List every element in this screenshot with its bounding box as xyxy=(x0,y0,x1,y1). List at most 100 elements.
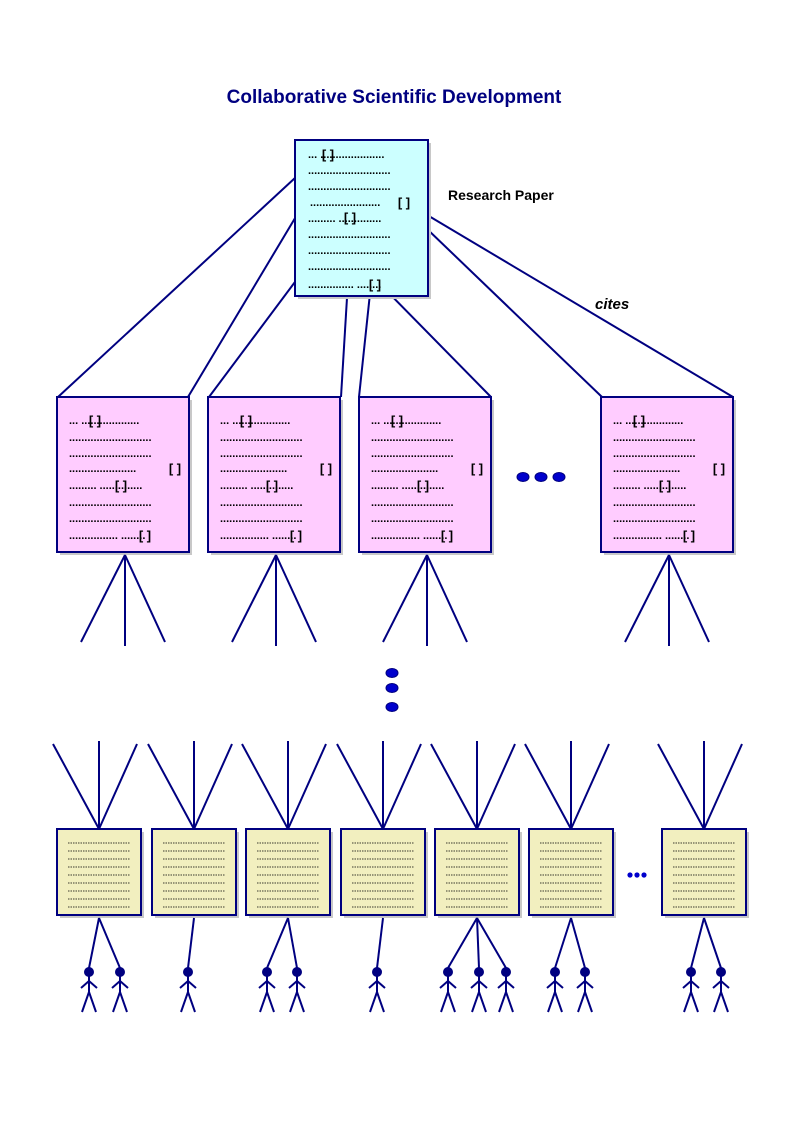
author-link xyxy=(287,917,298,969)
text-line: ........................... xyxy=(613,497,696,509)
text-line: ........................... xyxy=(69,497,152,509)
citation-marker: [ ] xyxy=(659,478,671,493)
author-icon xyxy=(682,967,700,1013)
citation-marker xyxy=(368,277,382,292)
text-line: ...................... xyxy=(371,463,438,475)
citation-marker: [ ] xyxy=(713,461,725,476)
cite-link xyxy=(379,283,492,398)
descend-link xyxy=(668,554,710,643)
descend-link xyxy=(275,554,317,643)
incoming-link xyxy=(382,743,422,830)
author-group xyxy=(80,917,129,1013)
author-group xyxy=(682,917,730,1013)
citation-marker: [ ] xyxy=(633,413,645,428)
author-icon xyxy=(439,967,457,1013)
base-document xyxy=(241,741,333,918)
incoming-link xyxy=(570,743,610,830)
incoming-link xyxy=(703,743,743,830)
incoming-link xyxy=(430,743,478,830)
text-line: ... ................... xyxy=(613,415,683,427)
citation-marker: [ ] xyxy=(391,413,403,428)
text-line: ......... .............. xyxy=(613,480,686,492)
author-link xyxy=(476,917,480,969)
text-line: ........................... xyxy=(613,432,696,444)
incoming-link xyxy=(98,743,138,830)
text-line: ........................... xyxy=(308,261,391,273)
diagram-title: Collaborative Scientific Development xyxy=(227,87,562,108)
base-row-ellipsis xyxy=(627,872,647,878)
text-line: ... ................... xyxy=(69,415,139,427)
cite-link xyxy=(57,152,323,398)
base-document xyxy=(52,741,144,918)
cited-papers-row: ... ...................[ ]..............… xyxy=(56,396,736,646)
text-line: ....................... xyxy=(310,197,380,209)
citation-marker: [ ] xyxy=(417,478,429,493)
text-line: ... ................... xyxy=(371,415,441,427)
text-line: ........................... xyxy=(371,432,454,444)
research-paper-label: Research Paper xyxy=(448,187,554,203)
citation-marker: [ ] xyxy=(683,528,695,543)
text-line: ............... ........ xyxy=(308,279,381,291)
author-icon xyxy=(576,967,594,1013)
descend-link xyxy=(426,554,468,643)
incoming-link xyxy=(52,743,100,830)
citation-marker xyxy=(343,210,357,225)
base-document xyxy=(147,741,239,918)
cite-link xyxy=(358,283,372,398)
descend-link xyxy=(382,554,428,643)
text-line: ........................... xyxy=(613,513,696,525)
incoming-link xyxy=(476,743,516,830)
author-icon xyxy=(179,967,197,1013)
citation-marker: [ ] xyxy=(441,528,453,543)
descend-link xyxy=(231,554,277,643)
citation-marker xyxy=(397,195,411,210)
incoming-link xyxy=(193,743,233,830)
base-document xyxy=(524,741,616,918)
citation-marker: [ ] xyxy=(320,461,332,476)
author-icon xyxy=(80,967,98,1013)
author-icon xyxy=(288,967,306,1013)
citation-marker: [ ] xyxy=(169,461,181,476)
citation-marker: [ ] xyxy=(266,478,278,493)
incoming-link xyxy=(524,743,572,830)
text-line: ... ..................... xyxy=(308,149,384,161)
author-link xyxy=(476,917,507,969)
author-icon xyxy=(497,967,515,1013)
authors-row xyxy=(80,917,730,1013)
text-line: ........................... xyxy=(220,513,303,525)
vertical-ellipsis-dots xyxy=(385,668,399,712)
text-line: ...................... xyxy=(69,463,136,475)
top-research-paper: ... ..................... ..............… xyxy=(294,139,431,299)
descend-link xyxy=(124,554,166,643)
text-line: ........................... xyxy=(371,448,454,460)
text-line: ......... .............. xyxy=(69,480,142,492)
author-icon xyxy=(546,967,564,1013)
author-icon xyxy=(368,967,386,1013)
author-icon xyxy=(712,967,730,1013)
author-link xyxy=(690,917,705,969)
text-line: ...................... xyxy=(220,463,287,475)
text-line: ........................... xyxy=(308,245,391,257)
incoming-link xyxy=(147,743,195,830)
text-line: ........................... xyxy=(69,448,152,460)
author-icon xyxy=(111,967,129,1013)
author-group xyxy=(258,917,306,1013)
author-link xyxy=(554,917,572,969)
author-link xyxy=(187,917,195,969)
text-line: ........................... xyxy=(308,229,391,241)
incoming-link xyxy=(336,743,384,830)
text-line: ................ ........ xyxy=(613,530,689,542)
text-line: ................ ........ xyxy=(69,530,145,542)
text-line: ................ ........ xyxy=(371,530,447,542)
author-link xyxy=(88,917,100,969)
text-line: ........................... xyxy=(371,513,454,525)
text-line: ... ................... xyxy=(220,415,290,427)
text-line: ................ ........ xyxy=(220,530,296,542)
citation-marker: [ ] xyxy=(139,528,151,543)
author-icon xyxy=(470,967,488,1013)
citation-marker: [ ] xyxy=(115,478,127,493)
author-group xyxy=(368,917,386,1013)
text-line: ........................... xyxy=(371,497,454,509)
text-line: ........................... xyxy=(69,513,152,525)
base-document xyxy=(430,741,522,918)
